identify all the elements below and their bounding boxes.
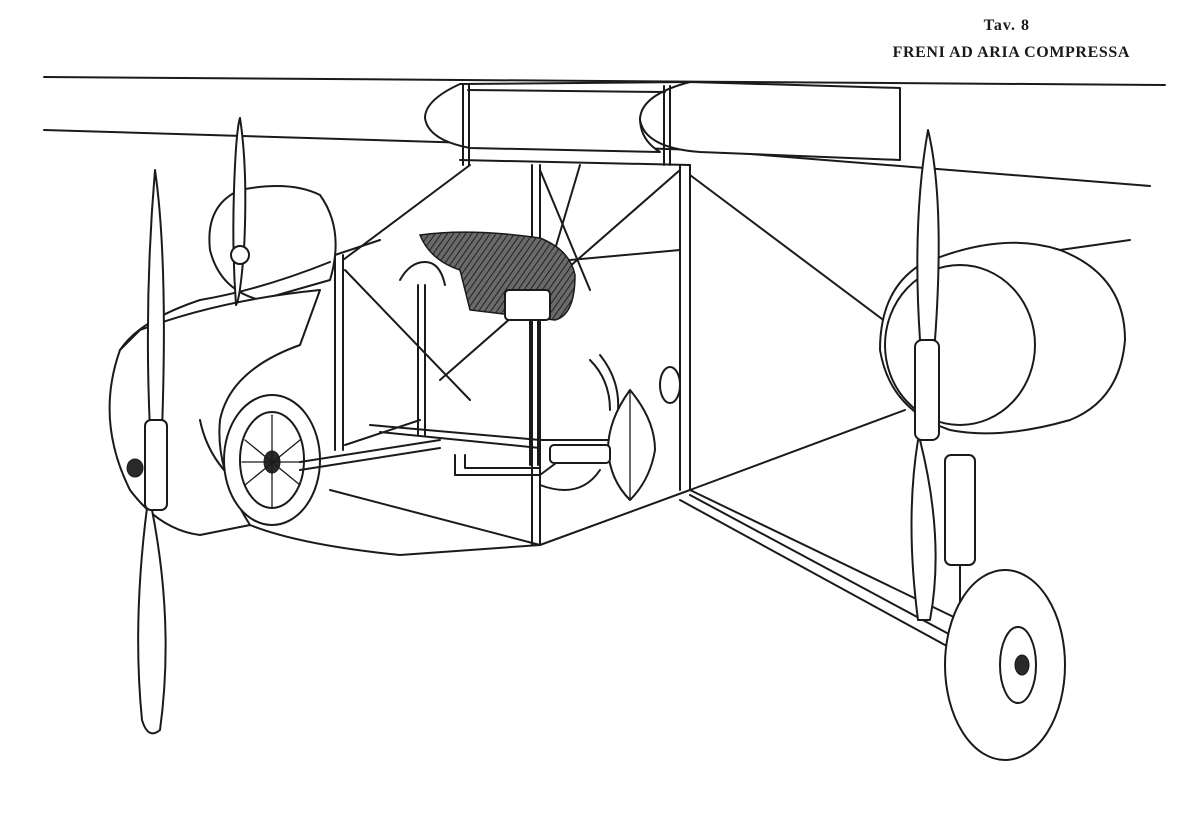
upper-wing <box>43 76 1166 187</box>
right-nacelle <box>879 239 1131 435</box>
right-propeller <box>910 129 940 621</box>
left-rear-propeller <box>230 117 250 306</box>
right-landing-gear <box>944 454 1066 761</box>
brake-control-column <box>399 261 551 466</box>
plate-number: Tav. 8 <box>983 17 1030 34</box>
plate-title: FRENI AD ARIA COMPRESSA <box>892 44 1130 61</box>
compressed-air-piping <box>299 354 987 641</box>
left-front-propeller <box>126 169 168 735</box>
air-reservoir <box>549 366 681 501</box>
left-wheel <box>223 394 321 526</box>
